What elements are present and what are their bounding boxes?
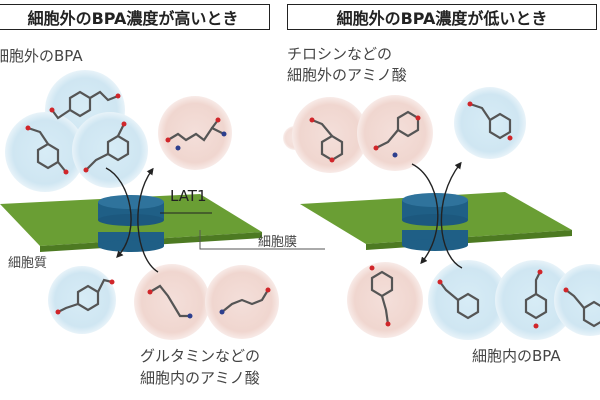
export-arrow: [440, 161, 463, 269]
bpa-molecule-halo: [72, 112, 148, 188]
right-lat1-transporter: [402, 193, 468, 251]
import-arrow: [411, 163, 439, 265]
left-exchange-arrows: [105, 167, 159, 273]
label-intracellular-bpa: 細胞内のBPA: [472, 347, 561, 365]
label-extracellular-bpa: 細胞外のBPA: [0, 47, 83, 65]
label-intracellular-amino-acids-1: グルタミンなどの: [140, 347, 261, 365]
label-cell-membrane: 細胞膜: [258, 235, 298, 250]
panel-title-high-bpa: 細胞外のBPA濃度が高いとき: [0, 4, 270, 30]
membrane-leader-line: [199, 230, 325, 250]
left-extracellular-bpa-group: [5, 70, 148, 192]
molecule-atoms: [25, 93, 569, 329]
label-extracellular-amino-acids-2: 細胞外のアミノ酸: [287, 66, 407, 84]
label-lat1: LAT1: [170, 187, 207, 205]
bpa-molecule-halo: [428, 260, 508, 340]
label-cytoplasm: 細胞質: [8, 256, 48, 271]
amino-acid-molecule-halo: [205, 265, 279, 339]
import-arrow: [105, 167, 132, 259]
molecule-skeletons: [26, 90, 600, 328]
panel-title-low-bpa: 細胞外のBPA濃度が低いとき: [287, 4, 597, 30]
bpa-molecule-halo: [495, 260, 575, 340]
bpa-molecule-halo: [48, 266, 116, 334]
label-extracellular-amino-acids-1: チロシンなどの: [287, 45, 393, 63]
label-intracellular-amino-acids-2: 細胞内のアミノ酸: [140, 369, 260, 387]
right-exchange-arrows: [411, 161, 463, 269]
export-arrow: [137, 167, 159, 273]
amino-acid-molecule-halo: [158, 96, 232, 170]
amino-acid-molecule-halo: [347, 262, 423, 338]
